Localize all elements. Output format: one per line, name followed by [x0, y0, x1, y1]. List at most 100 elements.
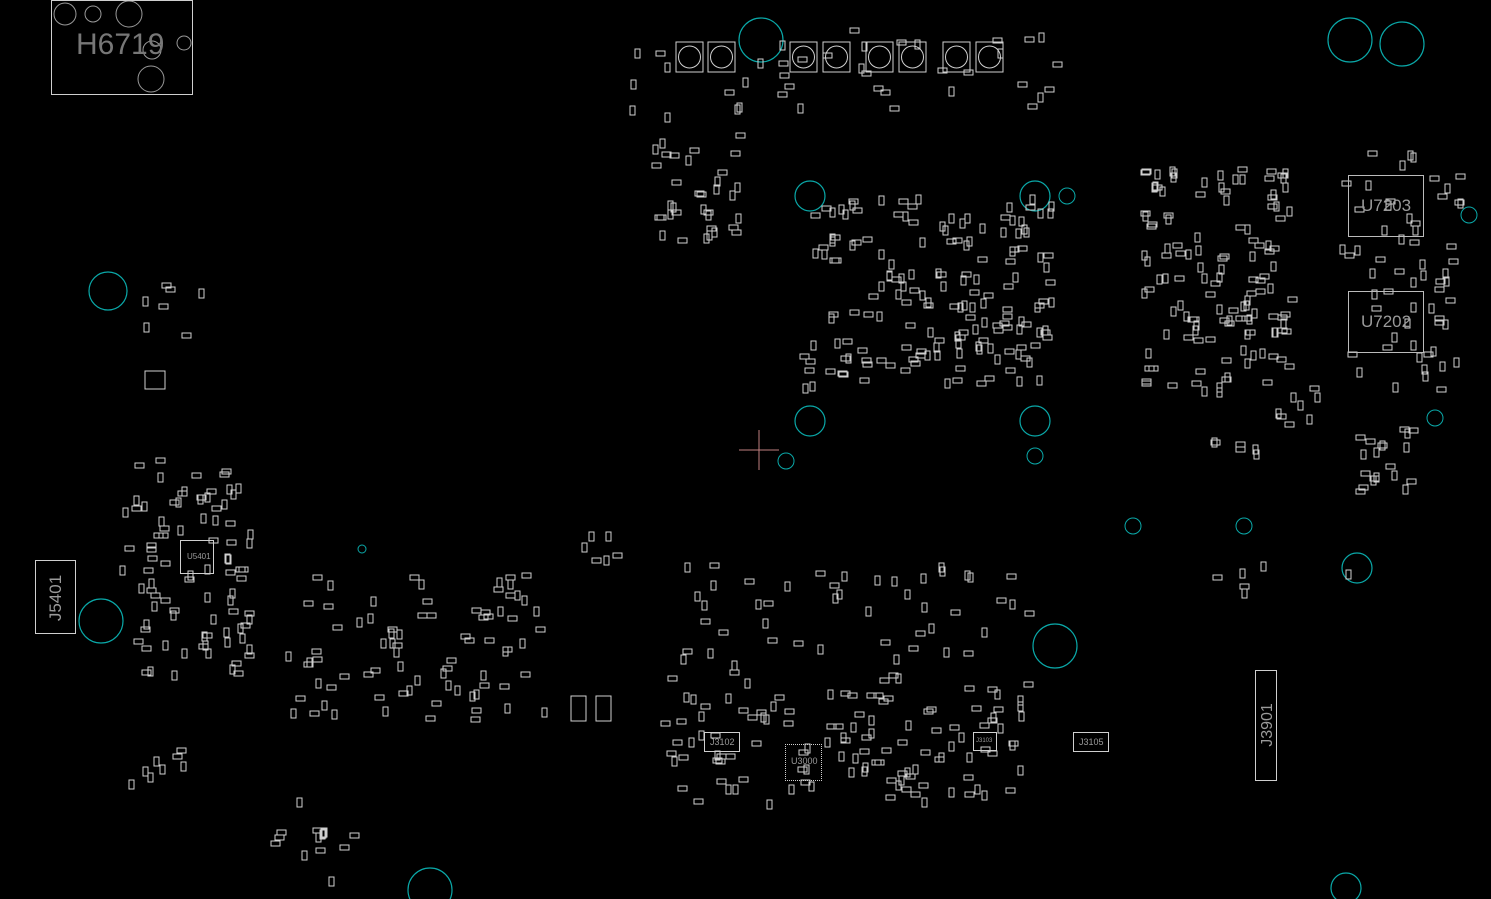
component-j3105-outline[interactable] [1073, 732, 1109, 752]
component-pad [431, 700, 442, 707]
component-j3103-outline[interactable] [973, 732, 997, 751]
component-pad [734, 182, 741, 193]
component-pad [1341, 180, 1352, 187]
component-pad [418, 579, 425, 590]
component-pad [717, 169, 728, 176]
component-pad [983, 292, 994, 299]
component-pad [1048, 201, 1055, 212]
component-pad [832, 593, 839, 604]
component-pad [698, 711, 705, 722]
component-pad [822, 52, 833, 59]
component-pad [1026, 357, 1033, 368]
component-pad [1273, 201, 1280, 212]
component-pad [976, 380, 987, 387]
component-pad [735, 132, 746, 139]
component-pad [309, 710, 320, 717]
component-pad [788, 784, 795, 795]
component-pad [1360, 449, 1367, 460]
component-pad [952, 377, 963, 384]
component-j3901-outline[interactable] [1255, 670, 1277, 781]
label-j3105: J3105 [1079, 737, 1104, 747]
component-pad [181, 332, 192, 339]
component-u7203-outline[interactable] [1348, 175, 1424, 237]
component-pad [828, 313, 835, 324]
component-pad [909, 287, 920, 294]
component-pad [910, 360, 921, 367]
component-pad [124, 545, 135, 552]
component-pad [200, 513, 207, 524]
component-pad [1201, 386, 1208, 397]
component-pad [784, 581, 791, 592]
component-pad [711, 227, 718, 238]
component-pad [685, 155, 692, 166]
component-pad [915, 194, 922, 205]
component-pad [838, 751, 845, 762]
component-pad [128, 779, 135, 790]
component-pad [677, 237, 688, 244]
component-pad [380, 638, 387, 649]
component-pad [689, 147, 700, 154]
component-pad [1205, 291, 1216, 298]
component-pad [901, 786, 912, 793]
component-pad [1006, 573, 1017, 580]
component-pad [861, 41, 868, 52]
component-pad [888, 672, 899, 679]
mounting-pin [137, 65, 165, 93]
component-pad [480, 670, 487, 681]
component-pad [738, 776, 749, 783]
component-pad [848, 198, 859, 205]
component-pad [779, 40, 786, 51]
component-pad [805, 358, 816, 365]
component-pad [682, 648, 693, 655]
component-pad [696, 191, 707, 198]
component-pad [1408, 427, 1419, 434]
component-pad [1453, 357, 1460, 368]
component-pad [1174, 275, 1185, 282]
component-pad [146, 542, 157, 549]
component-pad [1356, 367, 1363, 378]
component-pad [396, 629, 403, 640]
component-j3102-outline[interactable] [704, 732, 740, 752]
component-pad [955, 338, 962, 349]
component-pad [471, 707, 482, 714]
component-pad [1455, 173, 1466, 180]
component-pad [169, 499, 180, 506]
component-pad [940, 281, 947, 292]
component-pad [1410, 277, 1417, 288]
component-pad [943, 647, 950, 658]
component-pad [963, 240, 970, 251]
component-pad [957, 302, 964, 313]
component-pad [138, 583, 145, 594]
component-pad [514, 590, 521, 601]
component-pad [1016, 376, 1023, 387]
component-pad [948, 213, 955, 224]
component-j5401-outline[interactable] [35, 560, 76, 634]
component-pad [507, 615, 518, 622]
component-h6719-outline[interactable] [51, 0, 193, 95]
component-pad [356, 617, 363, 628]
component-pad [1004, 348, 1015, 355]
component-pad [716, 753, 727, 760]
mounting-hole [1019, 180, 1051, 212]
component-u7202-outline[interactable] [1348, 291, 1424, 353]
component-pad [1416, 352, 1423, 363]
component-pad [204, 592, 211, 603]
component-pad [724, 89, 735, 96]
component-pad [1009, 246, 1020, 253]
component-pad [1267, 194, 1278, 201]
component-pad [1406, 213, 1413, 224]
via [777, 452, 795, 470]
component-u5401-outline[interactable] [180, 540, 214, 574]
component-pad [680, 654, 687, 665]
component-u3000-outline[interactable] [785, 744, 822, 781]
component-pad [933, 342, 940, 353]
component-pad [1212, 574, 1223, 581]
component-pad [1272, 327, 1279, 338]
component-pad [919, 237, 926, 248]
component-pad [535, 626, 546, 633]
component-pad [276, 829, 287, 836]
component-pad [1435, 278, 1446, 285]
component-pad [810, 212, 821, 219]
component-pad [228, 608, 239, 615]
